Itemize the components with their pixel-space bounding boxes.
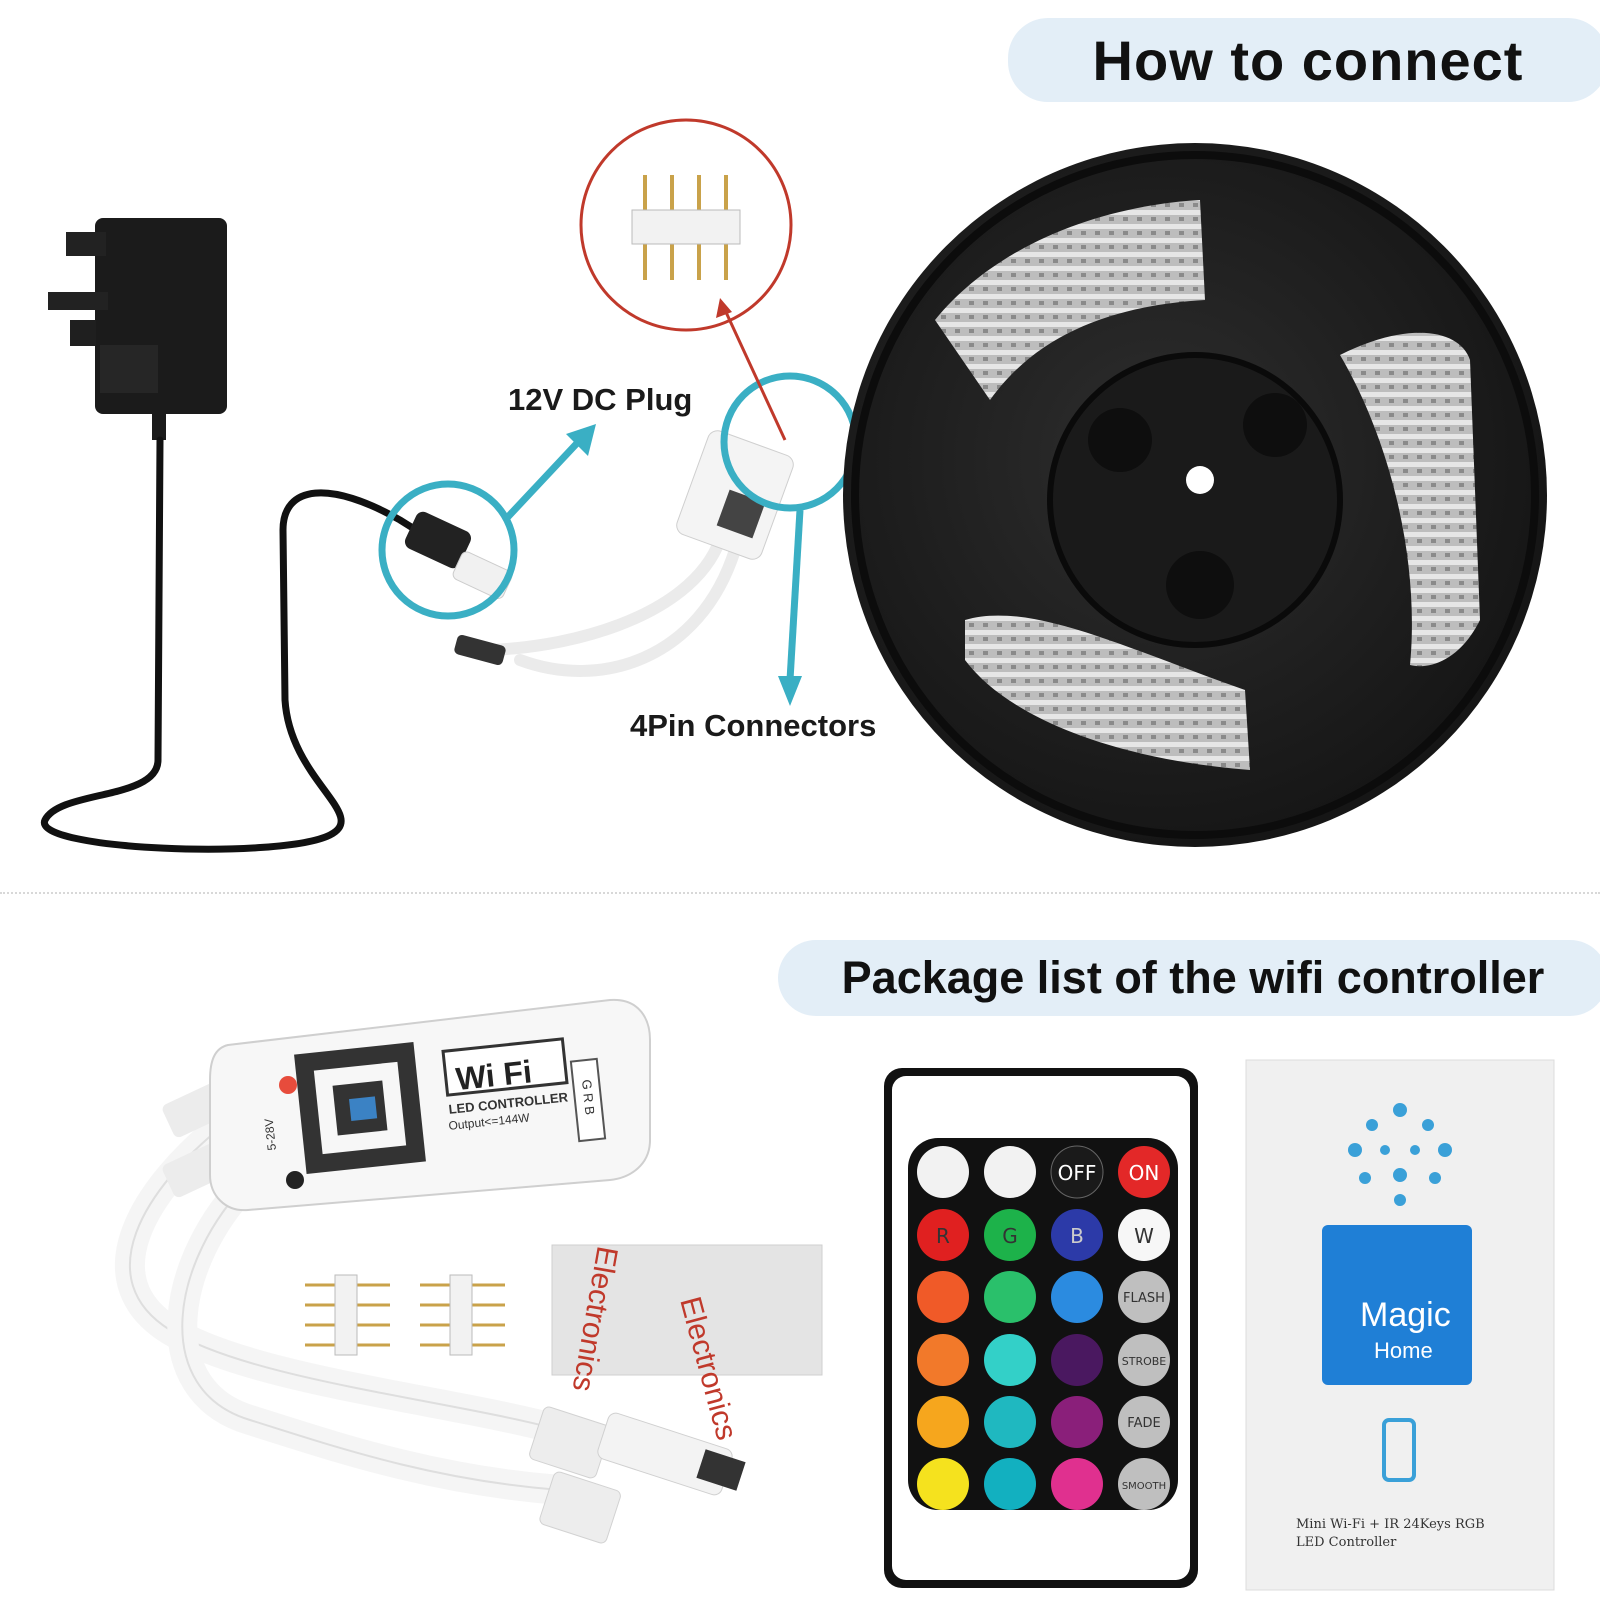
package-list-text: Package list of the wifi controller <box>841 952 1545 1003</box>
dc-plug <box>404 511 513 599</box>
controller-wires <box>474 534 741 677</box>
fade-button-label: FADE <box>1127 1416 1160 1431</box>
led-strip-reel <box>843 143 1547 847</box>
flash-button-label: FLASH <box>1123 1291 1165 1306</box>
dc-plug-highlight <box>378 480 518 620</box>
smooth-button-label: SMOOTH <box>1122 1481 1166 1492</box>
ir-remote: OFF ON R G B W FLASH STROBE FADE SMOOTH <box>884 1068 1198 1588</box>
dc-plug-arrow <box>502 424 596 523</box>
r-button-label: R <box>936 1224 950 1248</box>
strobe-button-label: STROBE <box>1122 1355 1167 1368</box>
magic-home-brand-line2: Home <box>1374 1338 1433 1363</box>
pin-zoom-arrow <box>716 298 787 441</box>
4pin-connector-zoom <box>631 175 741 280</box>
how-to-connect-text: How to connect <box>1092 28 1524 92</box>
g-button-label: G <box>1002 1224 1018 1248</box>
adhesive-tape: Electronics Electronics <box>551 1244 823 1444</box>
pin-connector-1 <box>305 1274 390 1356</box>
small-controller <box>676 430 794 560</box>
section-divider <box>0 892 1600 894</box>
dc-plug-label: 12V DC Plug <box>508 382 693 417</box>
adapter-cable <box>41 436 444 853</box>
w-button-label: W <box>1134 1224 1154 1248</box>
grb-label: G R B <box>579 1079 598 1116</box>
brightness-down-icon <box>984 1146 1036 1198</box>
connector-arrow <box>778 509 804 706</box>
how-to-connect-heading: How to connect <box>1008 18 1600 102</box>
brightness-up-icon <box>917 1146 969 1198</box>
user-manual <box>1245 1059 1555 1591</box>
4pin-connectors-label: 4Pin Connectors <box>630 708 877 743</box>
b-button-label: B <box>1070 1224 1084 1248</box>
power-adapter <box>48 218 227 440</box>
voltage-label: 5-28V <box>262 1118 279 1151</box>
wifi-label: Wi Fi <box>454 1053 533 1097</box>
package-list-heading: Package list of the wifi controller <box>778 940 1600 1016</box>
on-button-label: ON <box>1129 1161 1160 1185</box>
pin-connector-2 <box>420 1274 505 1356</box>
wifi-controller-product: Wi Fi LED CONTROLLER Output<=144W 5-28V … <box>115 998 746 1544</box>
manual-caption: Mini Wi-Fi + IR 24Keys RGB LED Controlle… <box>1296 1517 1485 1550</box>
small-dc-jack <box>454 634 506 666</box>
magic-home-brand-line1: Magic <box>1360 1296 1451 1334</box>
off-button-label: OFF <box>1058 1161 1097 1185</box>
